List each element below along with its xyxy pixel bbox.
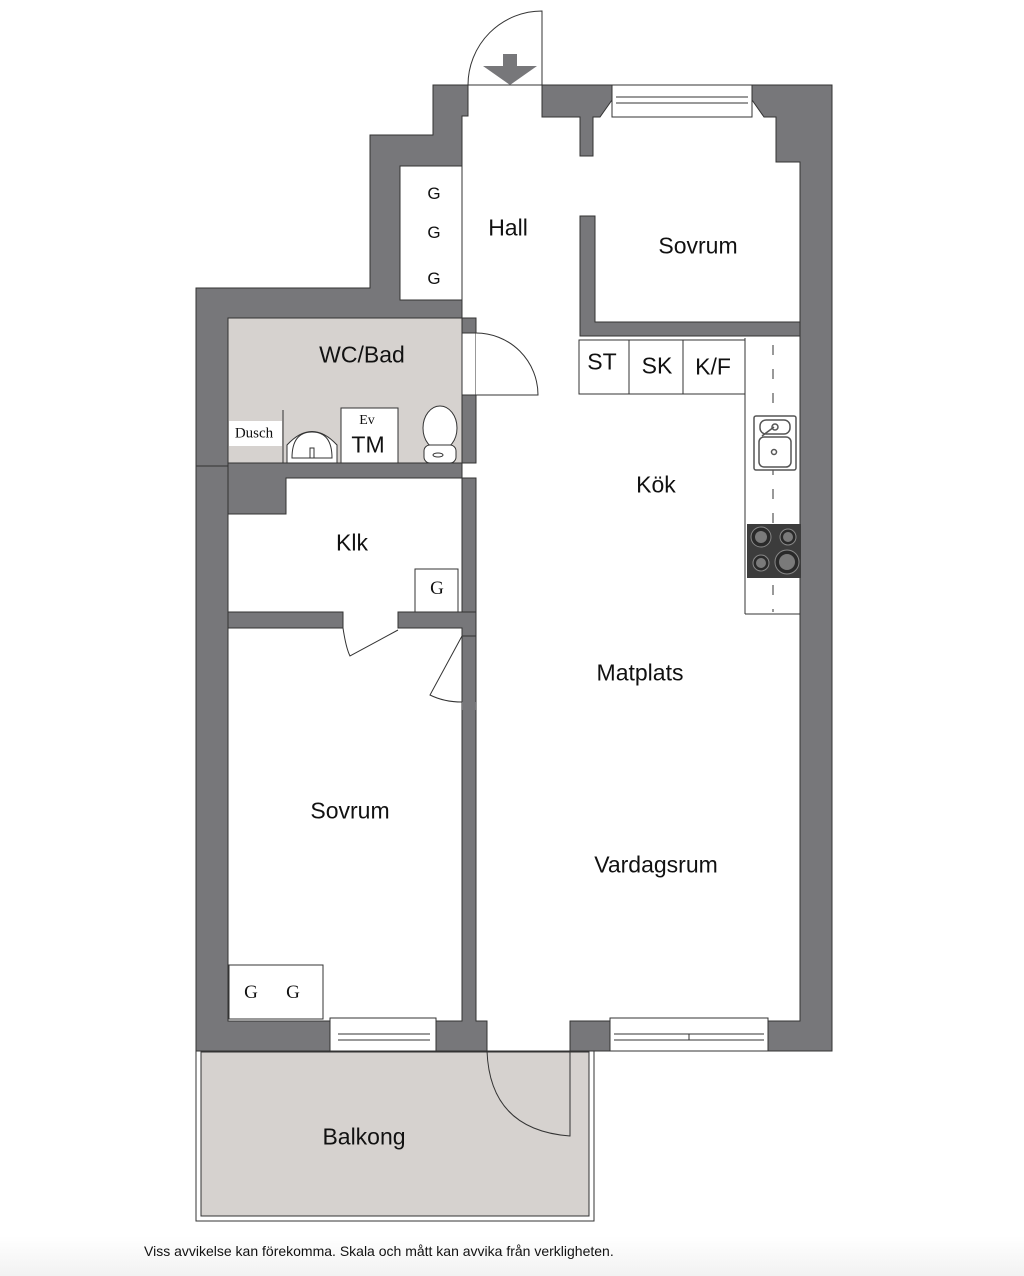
footer-bar: [0, 1236, 1024, 1276]
hall-wardrobe-label-3: G: [427, 269, 441, 288]
entrance-arrow-icon: [483, 54, 537, 85]
appliance-sk: SK: [641, 352, 673, 379]
room-label-matplats: Matplats: [596, 659, 684, 686]
room-label-sovrum-top: Sovrum: [658, 232, 738, 259]
klk-door: [342, 627, 399, 657]
appliance-st: ST: [587, 348, 617, 375]
balcony-door: [486, 1050, 571, 1137]
hall-wardrobe-label-1: G: [427, 184, 441, 203]
room-label-kok: Kök: [636, 471, 676, 498]
room-label-wc-bad: WC/Bad: [319, 341, 405, 368]
kitchen-appliances: [578, 339, 746, 395]
washbasin-icon: [286, 431, 338, 464]
hall-wardrobe-label-2: G: [427, 223, 441, 242]
room-label-sovrum-bottom: Sovrum: [310, 797, 390, 824]
room-label-klk: Klk: [336, 529, 368, 556]
sovrum-wardrobe-label-1: G: [244, 982, 258, 1003]
klk-wardrobe: [414, 568, 459, 613]
toilet-icon: [422, 405, 458, 464]
dusch-label: Dusch: [234, 425, 274, 442]
stove-icon: [747, 524, 801, 578]
sovrum-wardrobe: [228, 964, 324, 1020]
shower: [229, 421, 282, 446]
wc-door: [475, 332, 539, 396]
sovrum-door: [429, 635, 463, 703]
disclaimer-text: Viss avvikelse kan förekomma. Skala och …: [144, 1243, 614, 1259]
window-top: [611, 84, 753, 118]
window-bottom-right: [609, 1017, 769, 1052]
entrance-door: [467, 10, 543, 86]
tm-label: TM: [351, 431, 385, 458]
kitchen-sink-icon: [753, 415, 797, 471]
window-bottom-left: [329, 1017, 437, 1052]
room-label-balkong: Balkong: [322, 1123, 406, 1150]
ev-label: Ev: [359, 413, 375, 428]
hall-wardrobe: [399, 165, 463, 301]
klk-wardrobe-label: G: [430, 578, 444, 599]
appliance-kf: K/F: [695, 353, 731, 380]
room-label-hall: Hall: [488, 214, 528, 241]
sovrum-wardrobe-label-2: G: [286, 982, 300, 1003]
room-label-vardagsrum: Vardagsrum: [594, 851, 718, 878]
ev-tm-box: [340, 407, 399, 464]
balcony: [195, 1050, 595, 1222]
